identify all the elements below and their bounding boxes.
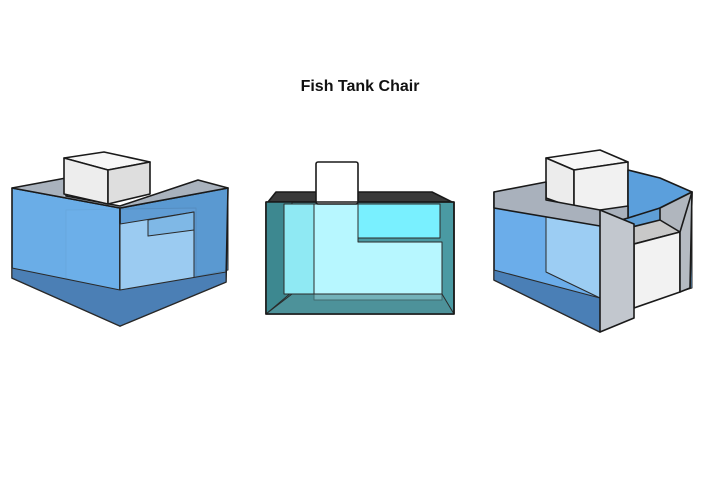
center-chair-drawing (265, 161, 455, 315)
center-backrest-pane (357, 203, 441, 239)
center-cushion (315, 161, 359, 205)
left-seat-notch (147, 211, 195, 237)
right-front-panel-right (679, 191, 693, 293)
left-chair-drawing (11, 151, 229, 327)
right-isometric-view (490, 148, 696, 334)
center-back-cyan (283, 203, 315, 295)
center-side-view (262, 160, 458, 320)
center-floor (265, 293, 455, 315)
slide-title: Fish Tank Chair (300, 78, 420, 95)
right-seat-front (633, 231, 681, 309)
right-chair-drawing (493, 149, 693, 333)
center-outline (265, 201, 455, 315)
left-cushion-right (107, 161, 151, 205)
left-water-floor (11, 267, 227, 327)
right-glass-rim (493, 181, 629, 227)
right-front-panel (599, 209, 635, 333)
center-top-rim (267, 191, 453, 203)
left-isometric-view (8, 150, 234, 330)
